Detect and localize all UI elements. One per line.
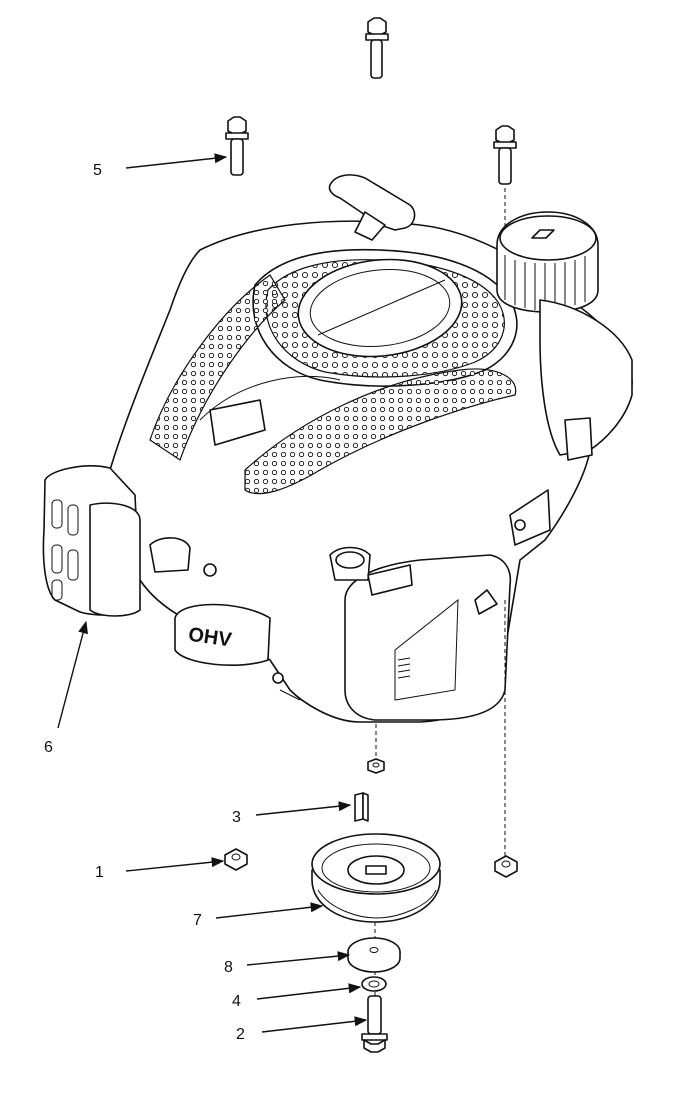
callout-4: 4 xyxy=(232,993,241,1010)
engine-body: OHV xyxy=(42,174,633,723)
callout-7: 7 xyxy=(193,912,202,929)
callout-2: 2 xyxy=(236,1026,245,1043)
top-bolt xyxy=(365,17,389,79)
shaft-nut xyxy=(367,758,385,774)
bolt-2 xyxy=(361,995,388,1053)
callout-1: 1 xyxy=(95,864,104,881)
bolt-5 xyxy=(225,116,249,176)
nut-1 xyxy=(224,848,248,871)
fuel-cap xyxy=(496,211,599,313)
callout-5: 5 xyxy=(93,162,102,179)
key-3 xyxy=(354,792,369,822)
callout-arrows xyxy=(57,153,368,1033)
callout-6: 6 xyxy=(44,739,53,756)
pulley-7 xyxy=(311,833,441,923)
callout-8: 8 xyxy=(224,959,233,976)
bolt-right xyxy=(493,125,517,185)
lock-washer-4 xyxy=(361,976,387,992)
ohv-badge: OHV xyxy=(174,603,271,666)
callout-3: 3 xyxy=(232,809,241,826)
washer-8 xyxy=(347,937,401,973)
nut-right xyxy=(494,855,518,878)
